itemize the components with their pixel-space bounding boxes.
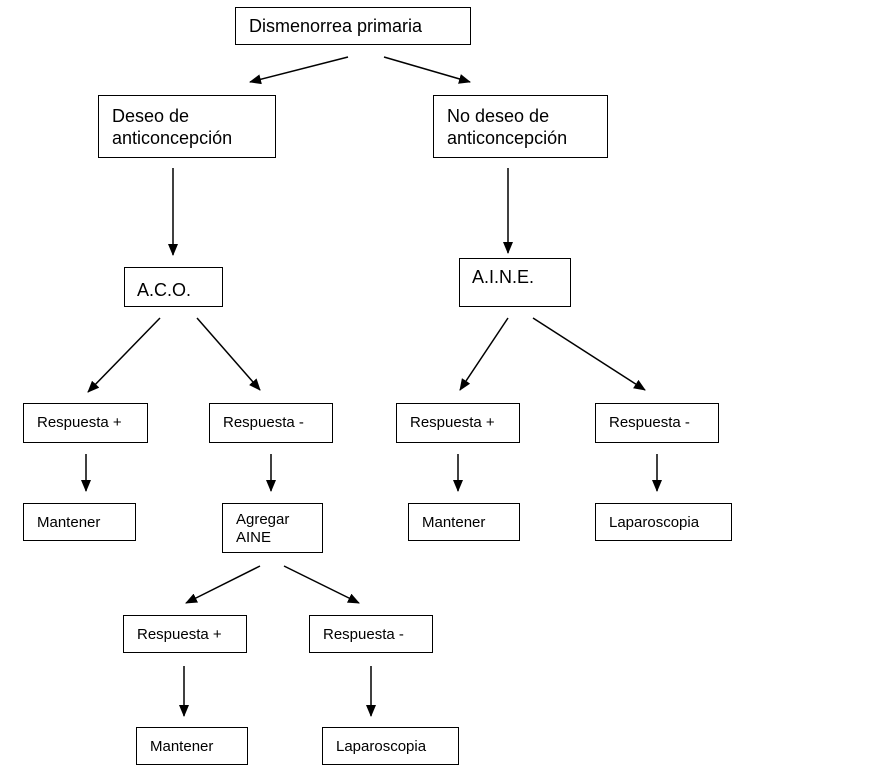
node-aine: A.I.N.E. [459, 258, 571, 307]
arrow-agregar_aine-to-resp_neg_agregar [283, 565, 360, 604]
node-mantener-agregar: Mantener [136, 727, 248, 765]
node-deseo-anticoncepcion: Deseo de anticoncepción [98, 95, 276, 158]
node-label: Respuesta - [323, 626, 404, 643]
arrow-root-to-no_deseo [383, 56, 471, 84]
arrow-aine-to-resp_neg_aine [532, 317, 646, 391]
node-label: Respuesta + [410, 414, 495, 431]
arrow-root-to-deseo [249, 56, 349, 85]
node-respuesta-positiva-aco: Respuesta + [23, 403, 148, 443]
arrow-aco-to-resp_pos_aco [87, 317, 161, 393]
node-respuesta-negativa-agregar: Respuesta - [309, 615, 433, 653]
node-respuesta-positiva-aine: Respuesta + [396, 403, 520, 443]
node-label: Agregar AINE [236, 511, 290, 546]
node-label: A.I.N.E. [472, 267, 535, 287]
node-laparoscopia-agregar: Laparoscopia [322, 727, 459, 765]
node-label: No deseo de anticoncepción [447, 106, 568, 148]
node-label: Mantener [150, 738, 214, 755]
node-label: Deseo de anticoncepción [112, 106, 233, 148]
node-dismenorrea-primaria: Dismenorrea primaria [235, 7, 471, 45]
node-mantener-aine: Mantener [408, 503, 520, 541]
node-respuesta-negativa-aine: Respuesta - [595, 403, 719, 443]
node-label: Respuesta - [609, 414, 690, 431]
node-label: Laparoscopia [609, 514, 700, 531]
node-laparoscopia-aine: Laparoscopia [595, 503, 732, 541]
node-respuesta-positiva-agregar: Respuesta + [123, 615, 247, 653]
node-label: A.C.O. [137, 280, 192, 300]
arrow-agregar_aine-to-resp_pos_agregar [185, 565, 261, 604]
node-label: Respuesta + [37, 414, 122, 431]
node-label: Mantener [422, 514, 486, 531]
node-respuesta-negativa-aco: Respuesta - [209, 403, 333, 443]
node-label: Respuesta + [137, 626, 222, 643]
node-no-deseo-anticoncepcion: No deseo de anticoncepción [433, 95, 608, 158]
node-label: Respuesta - [223, 414, 304, 431]
node-mantener-aco: Mantener [23, 503, 136, 541]
node-label: Mantener [37, 514, 101, 531]
node-agregar-aine: Agregar AINE [222, 503, 323, 553]
arrow-aco-to-resp_neg_aco [196, 317, 261, 391]
node-aco: A.C.O. [124, 267, 223, 307]
node-label: Dismenorrea primaria [249, 16, 423, 36]
arrow-aine-to-resp_pos_aine [459, 317, 509, 391]
node-label: Laparoscopia [336, 738, 427, 755]
